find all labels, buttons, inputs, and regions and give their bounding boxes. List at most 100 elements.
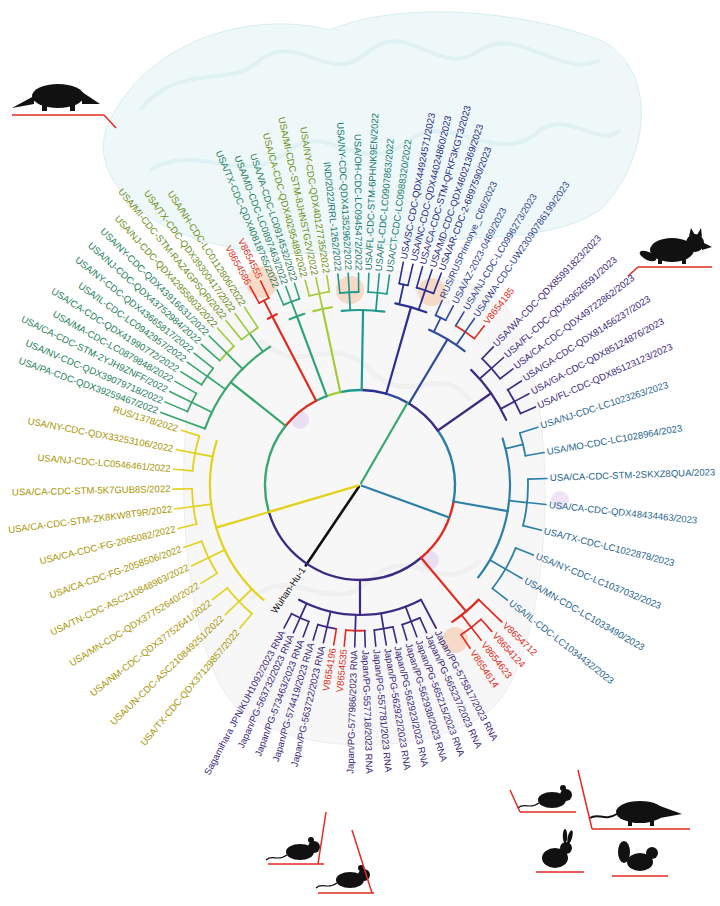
ear [689,228,695,236]
host-leader [318,812,326,864]
leg [628,820,632,826]
body [616,801,664,823]
tree-branch [492,588,507,600]
host-underline [318,892,374,894]
tree-arc [360,558,421,580]
tree-branch [217,328,233,346]
ear [697,228,702,237]
tree-arc [286,401,316,426]
tree-branch [359,580,361,615]
tree-arc [265,426,286,512]
squirrel-icon [618,841,658,871]
tree-arc [520,433,526,456]
head [82,92,100,104]
glycan-spot [291,411,309,429]
host-underline [520,811,576,813]
tree-branch [465,319,474,332]
host-underline [536,871,584,873]
tree-branch [420,618,427,633]
leaf-label: USA/CA-CDC-STM-5K7GUB8S/2022 [12,484,171,498]
tree-branch [260,281,268,298]
raccoon-icon [638,228,712,264]
tree-branch [277,290,283,305]
tree-branch [216,512,269,528]
tree-branch [361,403,408,484]
tree-branch [264,301,272,317]
sheet-line [260,340,470,400]
tree-branch [482,347,493,359]
tree-branch [384,629,387,645]
tree-arc [342,310,385,312]
tree-branch [402,625,407,641]
tree-branch [367,273,369,292]
tree-branch [376,293,378,311]
tree-arc [492,548,515,588]
tree-arc [327,392,341,396]
tree-branch [181,430,199,436]
tree-branch [176,450,195,454]
mouse-icon [266,837,320,860]
tree-branch [338,274,340,293]
tree-branch [344,630,346,646]
head [660,806,682,818]
tree-branch [419,290,425,309]
tree-branch [294,283,299,298]
tree-branch [175,507,194,509]
head [560,842,572,854]
tree-branch [195,453,213,456]
host-underline [612,875,668,877]
tree-branch [393,627,397,643]
leaf-label: USA/CA-CDC-QDX48434463/2023 [548,500,697,526]
tree-branch [456,312,464,326]
tree-branch [462,615,472,627]
host-underline [592,828,690,830]
tree-branch [303,621,309,636]
tree-branch [506,444,523,448]
helix-line [140,41,600,110]
tree-branch [399,284,403,304]
leaf-label: USA/NJ-CDC-LC0546461/2022 [37,453,171,475]
tree-branch [501,401,515,408]
tree-branch [240,614,252,629]
tree-branch [527,503,546,505]
tree-branch [515,394,529,402]
tree-branch [362,486,449,518]
tree-branch [387,275,390,294]
tree-branch [300,604,306,618]
tree-branch [409,339,448,403]
tree-branch [354,615,356,631]
tree-branch [509,501,527,503]
tree-branch [209,550,225,558]
leg [658,258,662,264]
tree-arc [436,315,446,320]
tree-branch [193,504,211,506]
tree-branch [525,453,544,456]
tree-arc [299,600,421,615]
host-underline [268,863,324,865]
tree-branch [286,286,292,301]
leaf-label: USA/MO-CDC-LC1028964/2023 [546,423,683,457]
tree-arc [409,404,438,431]
tree-branch [191,558,208,566]
tree-branch [226,321,241,340]
tree-branch [358,273,360,292]
tree-branch [446,306,454,320]
tail [12,96,34,108]
leg [70,104,75,111]
tree-branch [187,362,207,376]
host-leader [104,115,116,128]
tree-branch [239,589,252,601]
tree-branch [327,276,330,292]
tree-branch [505,569,521,579]
tree-branch [479,600,502,622]
tree-branch [434,318,441,332]
tree-branch [508,381,522,390]
host-leader [578,770,592,829]
tree-branch [269,486,358,512]
head [560,789,572,801]
ear [563,829,567,843]
head [308,841,320,853]
tree-branch [173,488,192,490]
tail [266,855,287,860]
tree-branch [181,372,202,385]
